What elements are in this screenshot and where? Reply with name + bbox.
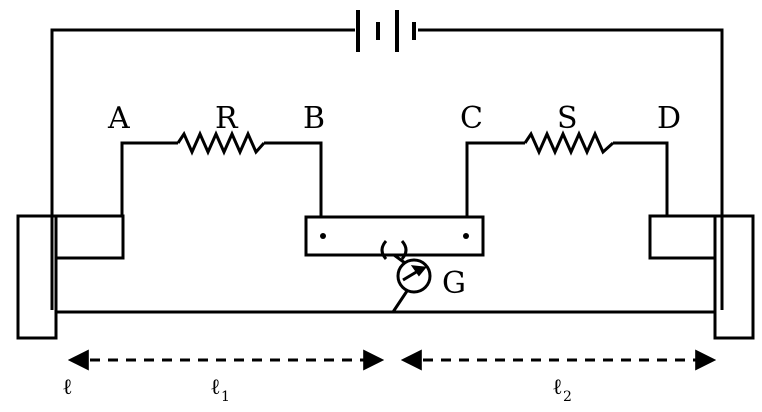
label-l2: ℓ [552,375,563,400]
galvanometer-icon [380,240,432,313]
battery-circuit [50,28,724,310]
label-l: ℓ [62,375,73,400]
label-D: D [657,101,681,136]
label-l2-sub: 2 [563,389,572,405]
label-B: B [303,101,325,136]
label-A: A [107,101,130,136]
battery-icon [356,10,416,52]
resistor-R-branch [120,130,323,217]
label-S: S [557,101,578,136]
resistor-icon [523,130,615,156]
resistor-icon [176,130,266,156]
label-G: G [442,266,466,301]
label-l1-sub: 1 [221,389,230,405]
battery-wire-left [50,28,355,310]
right-end-block [648,214,755,340]
label-R: R [215,101,239,136]
label-l1: ℓ [210,375,221,400]
middle-strip [304,215,485,257]
left-end-block [16,214,125,340]
label-C: C [460,101,483,136]
resistor-S-branch [465,130,669,217]
